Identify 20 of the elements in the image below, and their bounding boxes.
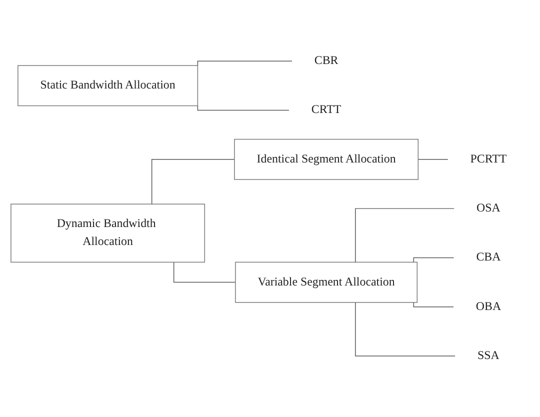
node-box: Identical Segment Allocation (234, 138, 419, 180)
node-box: Variable Segment Allocation (235, 262, 418, 303)
node-text: OSA (476, 202, 500, 214)
node-box: Static Bandwidth Allocation (18, 65, 198, 106)
node-text: CRTT (311, 103, 342, 116)
connector (413, 257, 454, 262)
connector (151, 158, 235, 204)
connector (197, 105, 290, 111)
node-box: Dynamic Bandwidth Allocation (10, 204, 206, 262)
node-text: SSA (478, 349, 500, 362)
connector (413, 302, 454, 308)
node-text: PCRTT (470, 152, 507, 166)
connector (418, 158, 448, 160)
node-text: CBA (476, 250, 501, 264)
connector (197, 60, 292, 66)
connector (173, 262, 236, 283)
node-text: CBR (314, 54, 338, 67)
connector (355, 208, 455, 262)
node-text: OBA (476, 300, 502, 313)
connector (355, 302, 456, 356)
